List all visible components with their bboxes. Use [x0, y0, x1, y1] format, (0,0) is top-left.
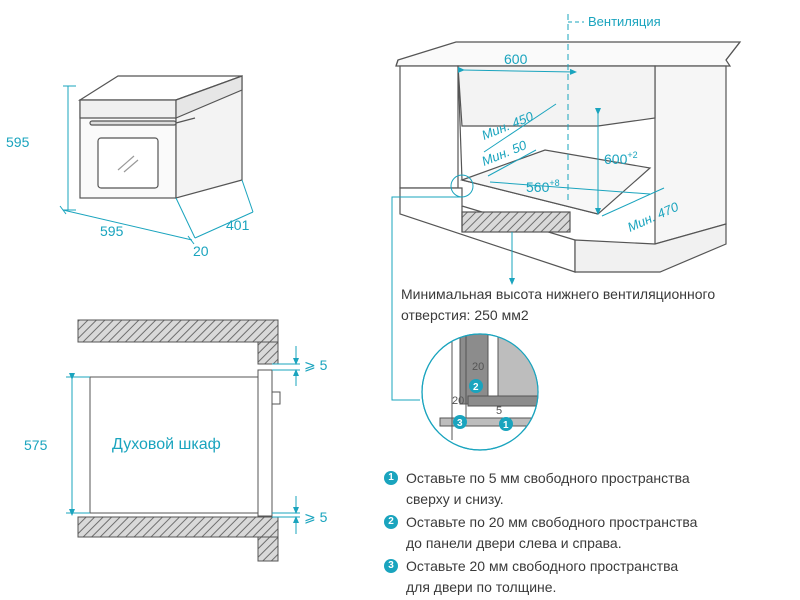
detail-5-label: 5: [496, 405, 502, 417]
svg-text:1: 1: [503, 420, 509, 431]
bottom-gap-label: ⩾ 5: [304, 509, 328, 525]
niche-dimension-lines: [391, 14, 665, 401]
step-1-line1: Оставьте по 5 мм свободного пространства: [406, 470, 690, 486]
vent-note: Минимальная высота нижнего вентиляционно…: [401, 284, 715, 326]
niche-height-label: 600+2: [604, 150, 638, 167]
detail-20-left-label: 20: [452, 395, 464, 407]
detail-badge-3: 3: [453, 415, 467, 429]
detail-circle: [421, 333, 539, 451]
top-gap-label: ⩾ 5: [304, 357, 328, 373]
step-3-badge: 3: [384, 559, 398, 573]
ventilation-label: Вентиляция: [588, 14, 661, 29]
oven-door-label: 20: [193, 243, 209, 259]
step-1-line2: сверху и снизу.: [406, 491, 504, 507]
step-2-line1: Оставьте по 20 мм свободного пространств…: [406, 514, 698, 530]
step-3-line2: для двери по толщине.: [406, 579, 557, 595]
oven-dimension-lines: [59, 85, 254, 245]
oven-width-label: 595: [100, 223, 124, 239]
vent-note-line1: Минимальная высота нижнего вентиляционно…: [401, 286, 716, 302]
vent-note-line2: отверстия: 250 мм2: [401, 307, 529, 323]
detail-badge-2: 2: [469, 379, 483, 393]
detail-badge-1: 1: [499, 417, 513, 431]
step-1: 1 Оставьте по 5 мм свободного пространст…: [384, 468, 764, 510]
niche-inner-width-label: 560+8: [526, 178, 560, 195]
side-section-dimensions: [66, 346, 300, 534]
oven-3d-drawing: [77, 75, 243, 199]
cabinet-label: Духовой шкаф: [112, 436, 221, 453]
side-height-label: 575: [24, 437, 48, 453]
svg-text:3: 3: [457, 418, 463, 429]
step-3-line1: Оставьте 20 мм свободного пространства: [406, 558, 679, 574]
step-2-line2: до панели двери слева и справа.: [406, 535, 622, 551]
oven-depth-label: 401: [226, 217, 250, 233]
niche-width-label: 600: [504, 51, 528, 67]
side-section-drawing: [77, 319, 281, 562]
svg-text:2: 2: [473, 382, 479, 393]
step-2: 2 Оставьте по 20 мм свободного пространс…: [384, 512, 764, 554]
step-2-badge: 2: [384, 515, 398, 529]
detail-20-top-label: 20: [472, 361, 484, 373]
step-1-badge: 1: [384, 471, 398, 485]
step-3: 3 Оставьте 20 мм свободного пространства…: [384, 556, 764, 598]
oven-height-label: 595: [6, 134, 30, 150]
